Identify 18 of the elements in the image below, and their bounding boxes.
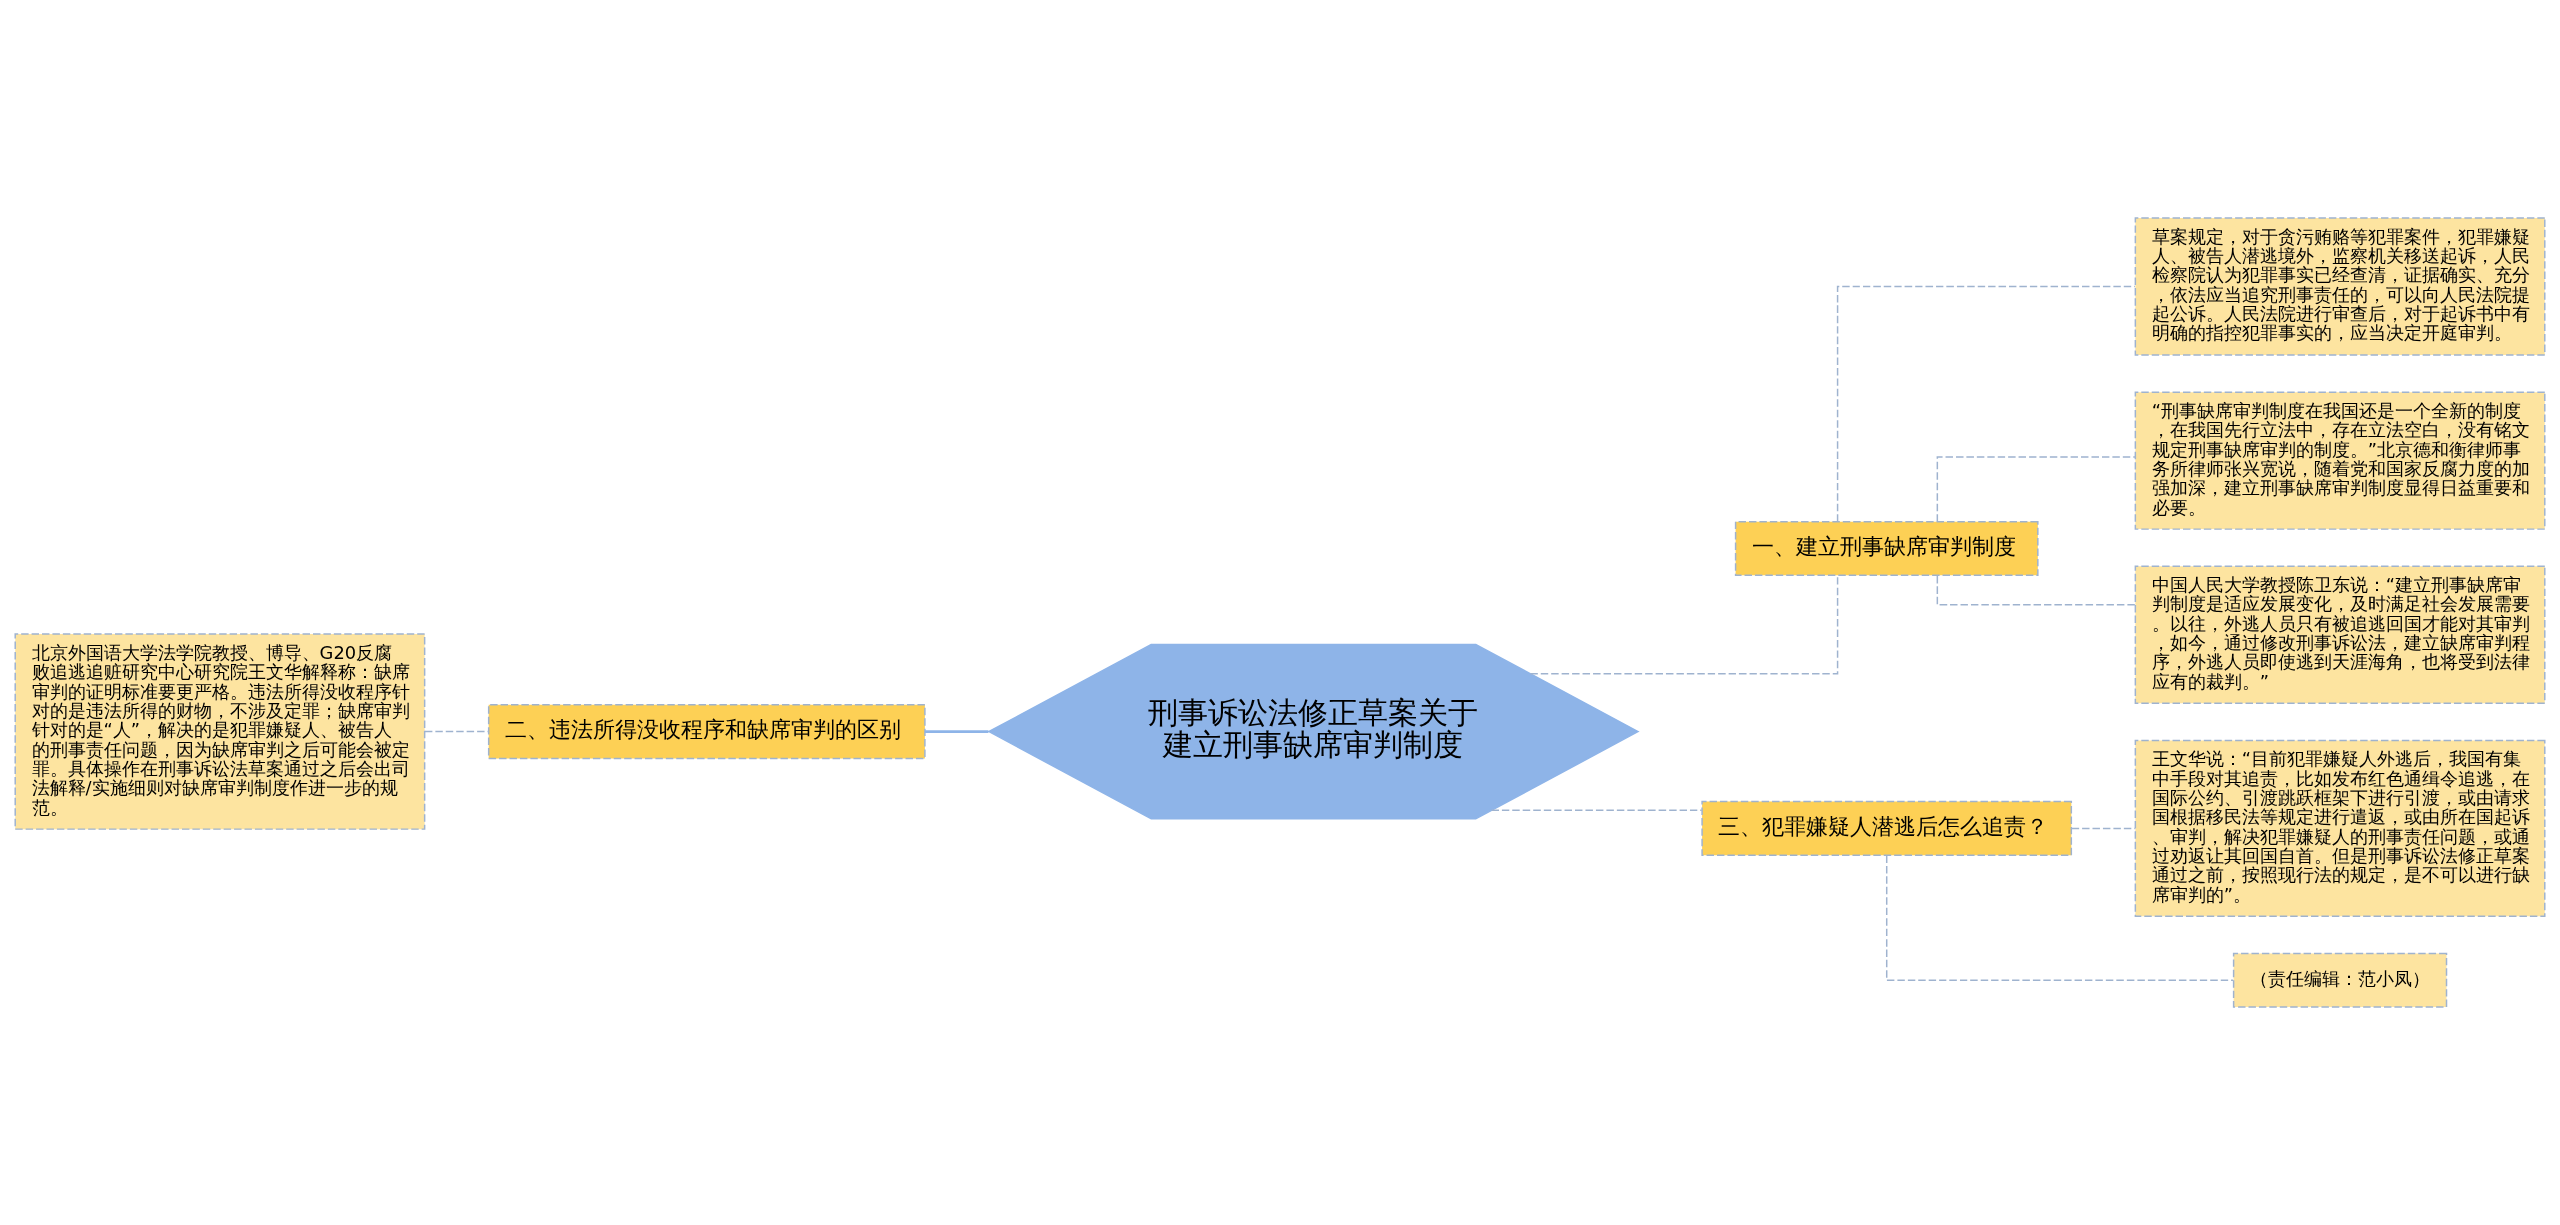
node-box: 王文华说：“目前犯罪嫌疑人外逃后，我国有集中手段对其追责，比如发布红色通缉令追逃，在国际公约、引渡跳跃框架下进行引渡，或由请求国根据移民法等规定进行遣返，或由所在国起诉、审判，解决犯罪嫌疑人的刑事责任问题，或通过劝返让其回国自首。但是刑事诉讼法修正草案通过之前，按照现行法的规定，是不可以进行缺席审判的”。 — [2134, 739, 2546, 917]
connector — [1936, 575, 2136, 606]
connector — [1529, 574, 1839, 675]
node-box: 中国人民大学教授陈卫东说：“建立刑事缺席审判制度是适应发展变化，及时满足社会发展需要。以往，外逃人员只有被追逃回国才能对其审判，如今，通过修改刑事诉讼法，建立缺席审判程序，外逃人员即使逃到天涯海角，也将受到法律应有的裁判。” — [2134, 565, 2546, 705]
connector — [1836, 285, 2136, 523]
node-box: 一、建立刑事缺席审判制度 — [1734, 520, 2039, 577]
node-box: 草案规定，对于贪污贿赂等犯罪案件，犯罪嫌疑人、被告人潜逃境外，监察机关移送起诉，人民检察院认为犯罪事实已经查清，证据确实、充分，依法应当追究刑事责任的，可以向人民法院提起公诉。人民法院进行审查后，对于起诉书中有明确的指控犯罪事实的，应当决定开庭审判。 — [2134, 217, 2546, 356]
connector — [1885, 854, 2234, 981]
node-box: “刑事缺席审判制度在我国还是一个全新的制度，在我国先行立法中，存在立法空白，没有铭文规定刑事缺席审判的制度。”北京德和衡律师事务所律师张兴宽说，随着党和国家反腐力度的加强加深，建立刑事缺席审判制度显得日益重要和必要。 — [2134, 391, 2546, 530]
node-box: 二、违法所得没收程序和缺席审判的区别 — [487, 704, 926, 760]
connector — [1490, 809, 1703, 812]
node-box: 北京外国语大学法学院教授、博导、G20反腐败追逃追赃研究中心研究院王文华解释称：缺席审判的证明标准要更严格。违法所得没收程序针对的是违法所得的财物，不涉及定罪；缺席审判针对的是“人”，解决的是犯罪嫌疑人、被告人的刑事责任问题，因为缺席审判之后可能会被定罪。具体操作在刑事诉讼法草案通过之后会出司法解释/实施细则对缺席审判制度作进一步的规范。 — [14, 633, 426, 830]
connector — [924, 730, 989, 733]
node-box: （责任编辑：范小凤） — [2232, 952, 2448, 1008]
connector — [1936, 456, 2136, 523]
connector — [2071, 827, 2136, 830]
connector — [424, 730, 490, 733]
node-box: 三、犯罪嫌疑人潜逃后怎么追责？ — [1701, 800, 2073, 856]
